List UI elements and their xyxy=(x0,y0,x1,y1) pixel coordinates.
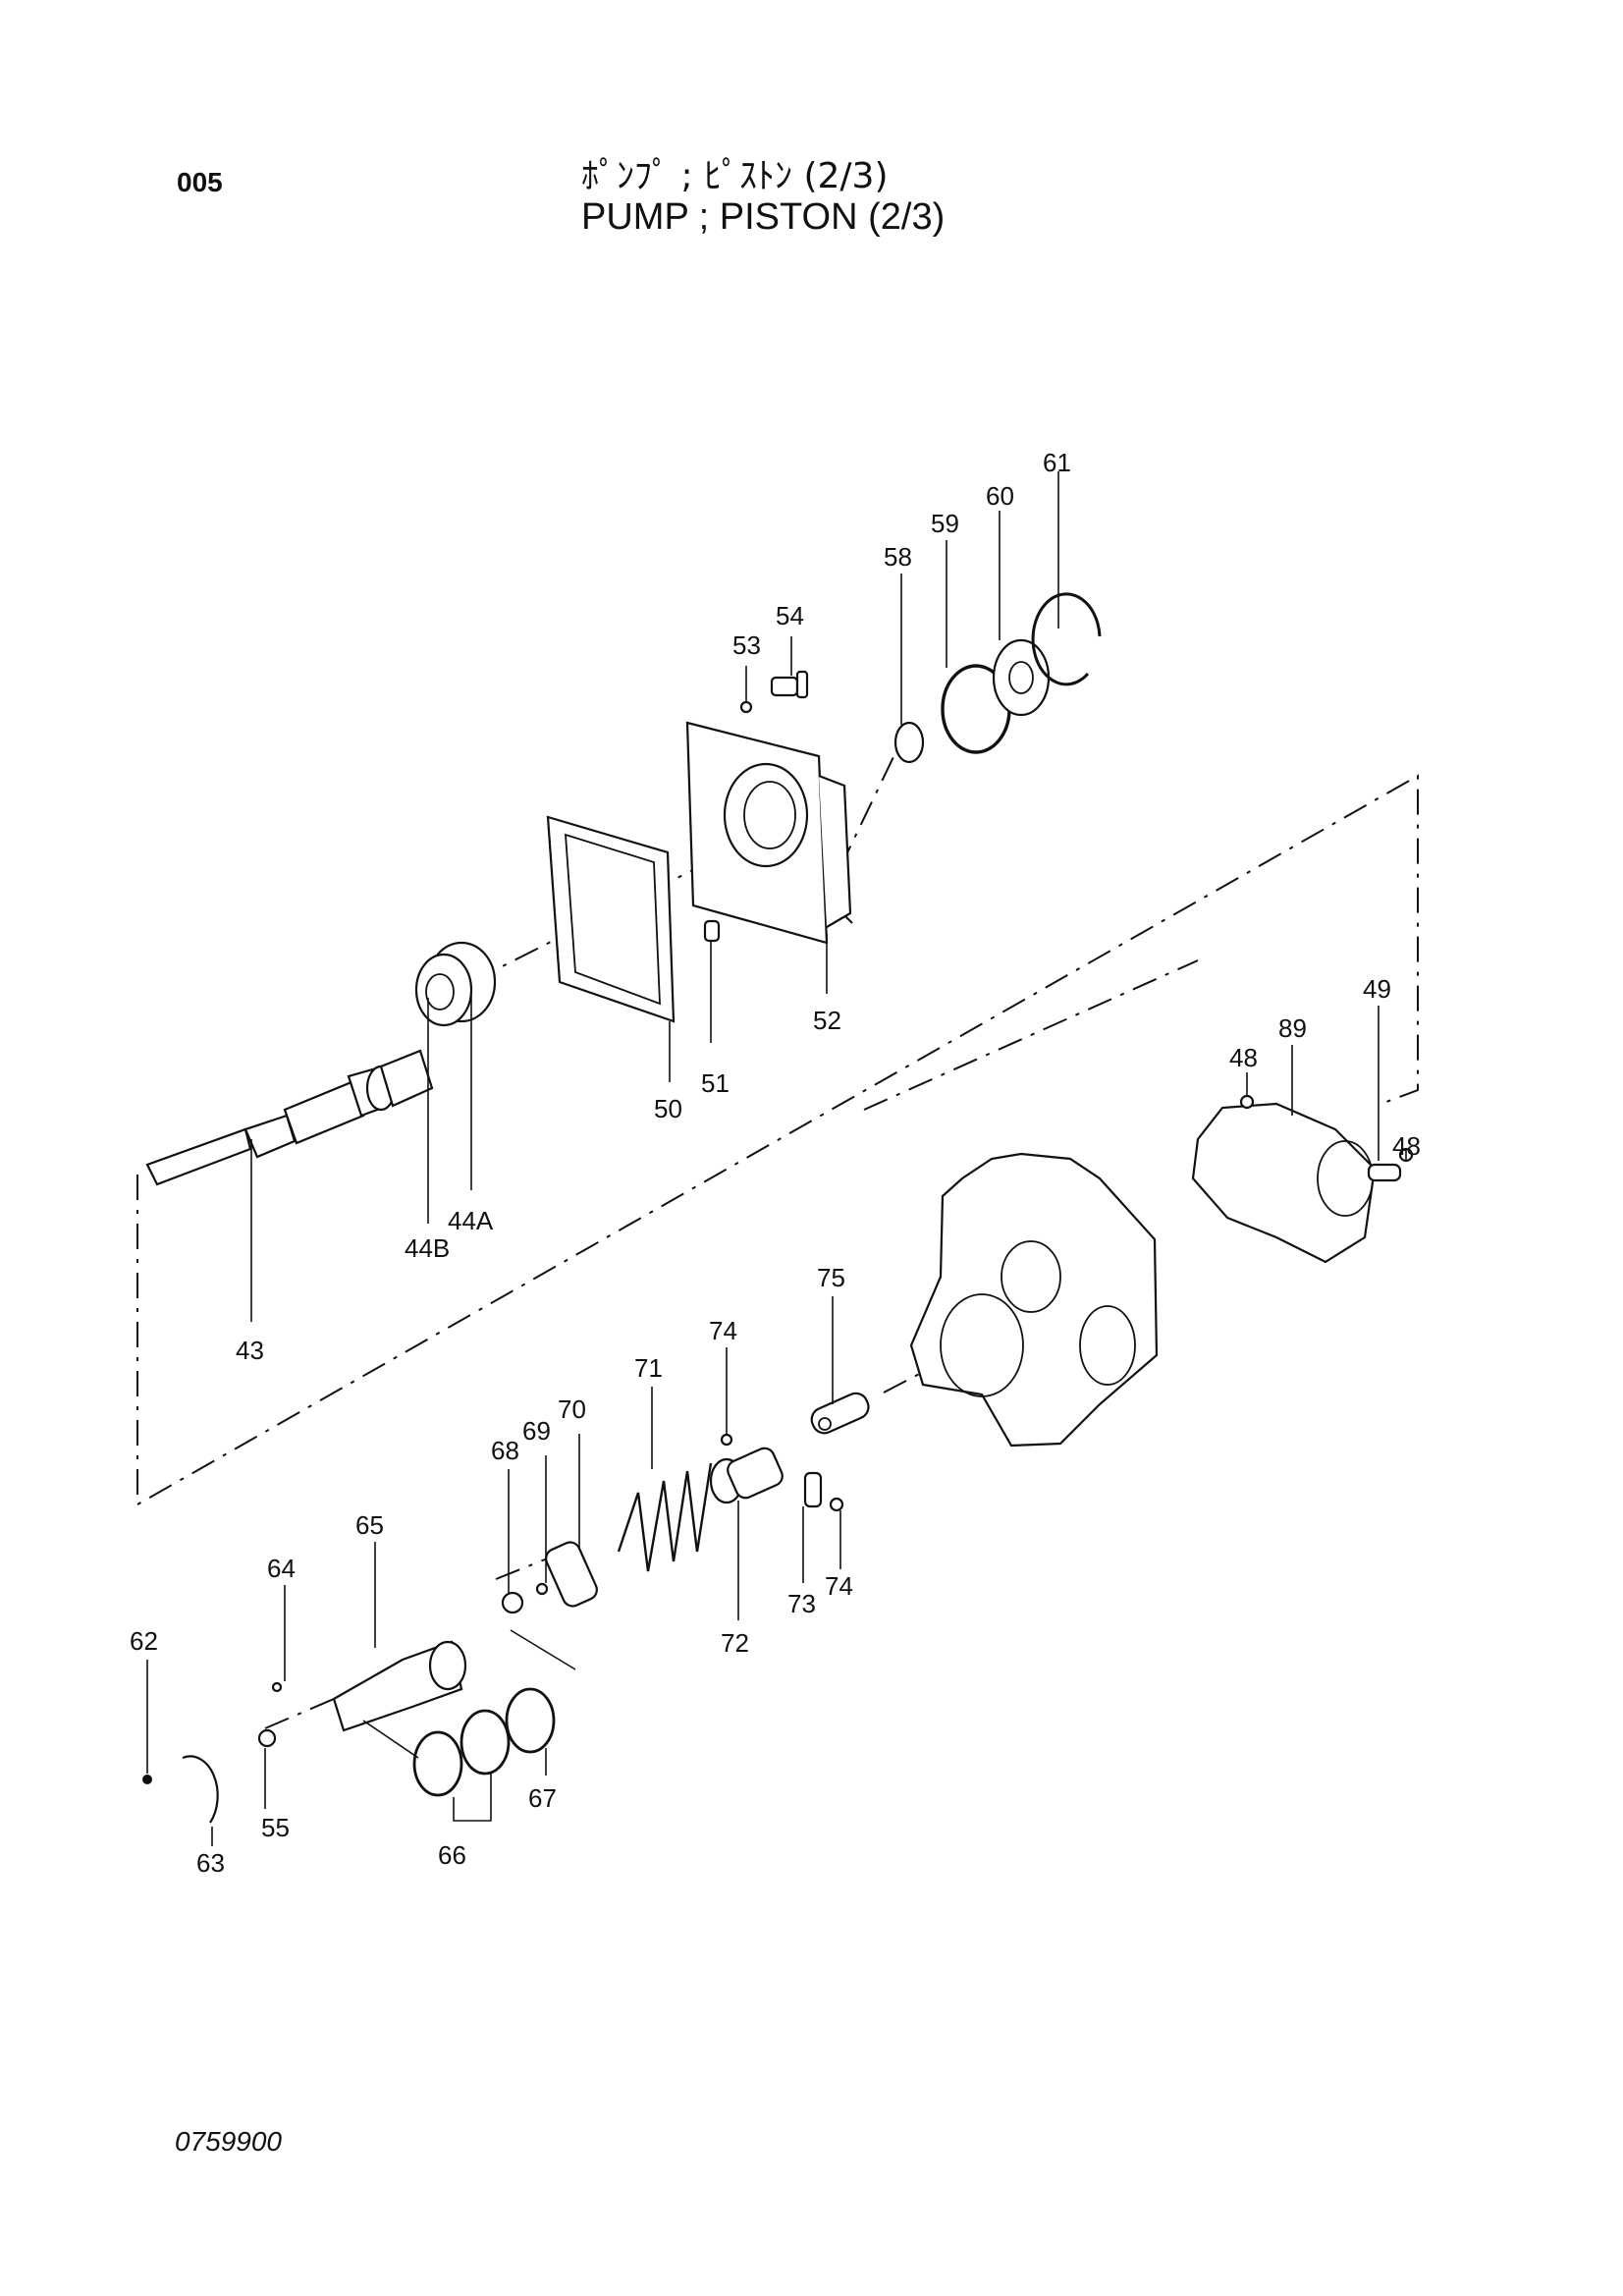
callout-53: 53 xyxy=(732,630,761,660)
pin-part-64 xyxy=(271,1681,283,1693)
callout-58: 58 xyxy=(884,542,912,572)
pin-part-53 xyxy=(739,700,753,714)
callout-74-top: 74 xyxy=(709,1316,737,1345)
leader-lines xyxy=(146,471,1407,1846)
spring-part-71 xyxy=(617,1462,713,1572)
pump-housing xyxy=(909,1152,1159,1448)
callout-44a: 44A xyxy=(448,1206,494,1235)
callout-55: 55 xyxy=(261,1813,290,1842)
bolt-part-54 xyxy=(770,670,809,699)
callout-61: 61 xyxy=(1043,448,1071,477)
title-japanese: ﾎﾟﾝﾌﾟ ; ﾋﾟｽﾄﾝ (2/3) xyxy=(581,156,889,196)
callout-66: 66 xyxy=(438,1840,466,1870)
nut-part-55 xyxy=(257,1728,277,1748)
spool-part-72 xyxy=(709,1447,784,1504)
seal-part-58 xyxy=(893,721,925,764)
washer-part-69 xyxy=(535,1582,549,1596)
callout-70: 70 xyxy=(558,1394,586,1424)
callout-48-right: 48 xyxy=(1392,1131,1421,1161)
callout-64: 64 xyxy=(267,1554,296,1583)
spool-body-part-65 xyxy=(332,1640,467,1732)
callout-52: 52 xyxy=(813,1006,841,1035)
callout-68: 68 xyxy=(491,1436,519,1465)
callout-89: 89 xyxy=(1278,1013,1307,1043)
callout-72: 72 xyxy=(721,1628,749,1658)
oring-part-66-a xyxy=(412,1730,463,1797)
page-code: 005 xyxy=(177,167,223,197)
snapring-part-61 xyxy=(1031,592,1102,686)
callout-50: 50 xyxy=(654,1094,682,1123)
callout-62: 62 xyxy=(130,1626,158,1656)
callout-labels: 43 44A 44B 48 48 49 50 51 52 53 54 55 58… xyxy=(130,448,1421,1878)
pin-part-74-bottom xyxy=(829,1497,844,1512)
housing-part-89 xyxy=(1191,1102,1377,1264)
callout-51: 51 xyxy=(701,1068,730,1098)
callout-54: 54 xyxy=(776,601,804,630)
retainer-part-63 xyxy=(182,1755,219,1824)
sleeve-part-70 xyxy=(545,1541,598,1608)
callout-44b: 44B xyxy=(405,1233,450,1263)
oring-part-66-b xyxy=(460,1709,511,1776)
callout-43: 43 xyxy=(236,1336,264,1365)
title-english: PUMP ; PISTON (2/3) xyxy=(581,196,946,238)
callout-67: 67 xyxy=(528,1783,557,1813)
drawing-number: 0759900 xyxy=(175,2126,283,2157)
lever-part-75 xyxy=(810,1392,870,1435)
ball-part-62 xyxy=(142,1775,152,1784)
callout-73: 73 xyxy=(787,1589,816,1618)
callout-60: 60 xyxy=(986,481,1014,511)
bearing-part-44 xyxy=(414,941,497,1027)
callout-74-bottom: 74 xyxy=(825,1571,853,1601)
pin-part-74-top xyxy=(720,1433,733,1447)
callout-65: 65 xyxy=(355,1510,384,1540)
callout-71: 71 xyxy=(634,1353,663,1383)
pin-part-51 xyxy=(703,919,721,943)
callout-48-left: 48 xyxy=(1229,1043,1258,1072)
callout-69: 69 xyxy=(522,1416,551,1446)
pin-part-48-left xyxy=(1239,1094,1255,1110)
gasket-part-50 xyxy=(546,815,676,1023)
shaft-part-43 xyxy=(145,1049,434,1186)
washer-part-60 xyxy=(992,638,1051,717)
cover-part-52 xyxy=(685,721,852,945)
bolt-part-68 xyxy=(501,1591,524,1614)
callout-59: 59 xyxy=(931,509,959,538)
pin-part-49 xyxy=(1367,1163,1402,1182)
callout-63: 63 xyxy=(196,1848,225,1878)
oring-part-67 xyxy=(505,1687,556,1754)
callout-49: 49 xyxy=(1363,974,1391,1004)
pin-part-73 xyxy=(803,1471,823,1508)
callout-75: 75 xyxy=(817,1263,845,1292)
